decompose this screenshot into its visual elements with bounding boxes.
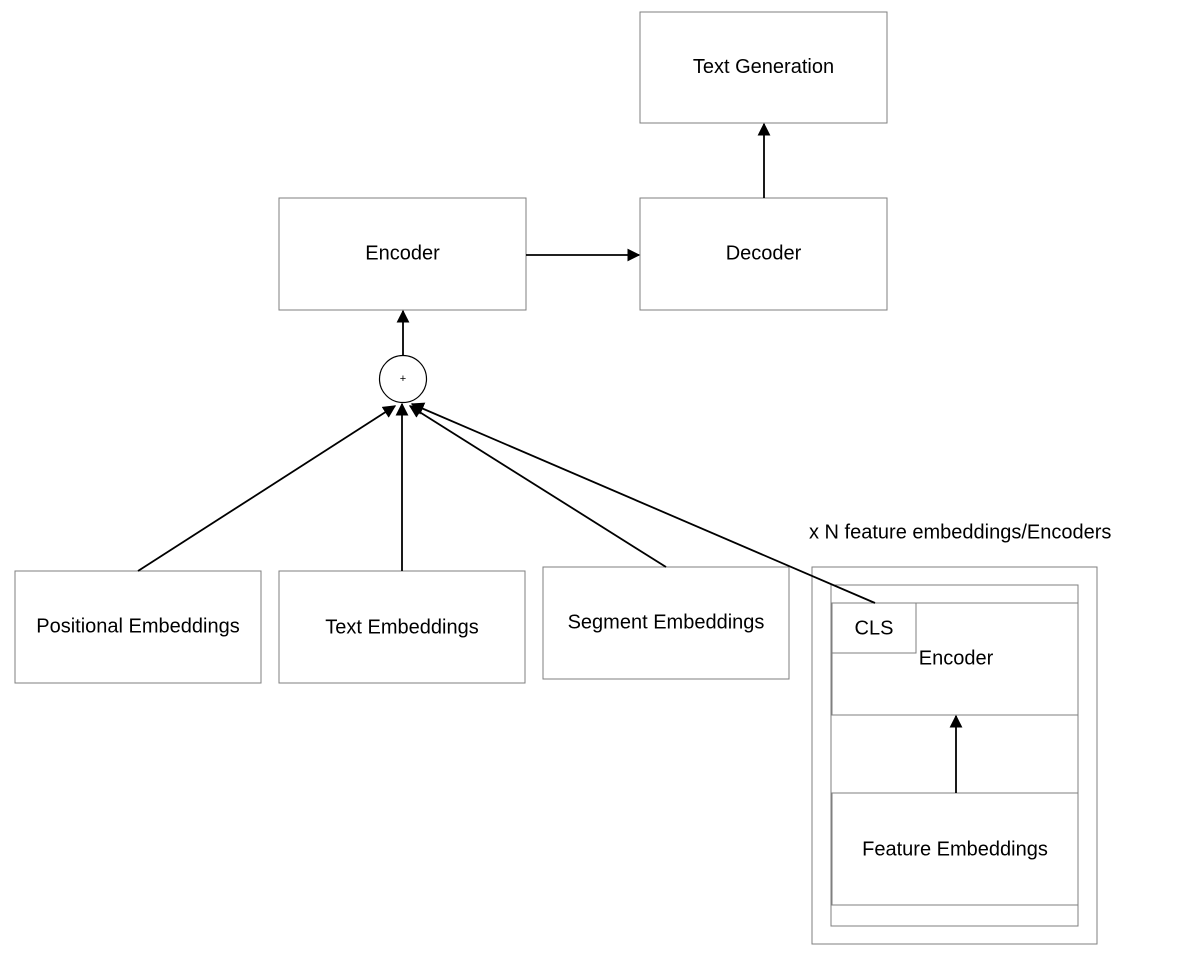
cls-arrow [410, 402, 876, 604]
text-embeddings-label: Text Embeddings [325, 616, 478, 638]
text-generation-label: Text Generation [693, 56, 834, 78]
segment-embeddings-node: Segment Embeddings [542, 566, 790, 680]
feature-embeddings-node: Feature Embeddings [831, 792, 1079, 906]
segment-embeddings-label: Segment Embeddings [568, 611, 765, 633]
positional-embeddings-label: Positional Embeddings [36, 615, 239, 637]
decoder-label: Decoder [726, 242, 802, 264]
sum-operator-label: + [400, 373, 406, 385]
sum-operator-node: + [378, 354, 428, 404]
cls-label: CLS [855, 617, 894, 639]
feature-embeddings-label: Feature Embeddings [862, 838, 1048, 860]
feature-group-label: x N feature embeddings/Encoders [809, 521, 1111, 543]
segment-embeddings-arrow [408, 405, 667, 568]
text-generation-node: Text Generation [639, 11, 888, 124]
cls-node: CLS [831, 602, 917, 654]
feature-group-outer-frame [811, 566, 1098, 945]
feature-encoder-group: Encoder CLS Feature Embeddings [811, 566, 1098, 945]
encoder-node: Encoder [278, 197, 527, 311]
feature-group-inner-frame [830, 584, 1079, 927]
feature-encoder-label: Encoder [919, 647, 994, 669]
text-embeddings-node: Text Embeddings [278, 570, 526, 684]
positional-embeddings-arrow [137, 405, 397, 572]
positional-embeddings-node: Positional Embeddings [14, 570, 262, 684]
decoder-node: Decoder [639, 197, 888, 311]
encoder-label: Encoder [365, 242, 440, 264]
